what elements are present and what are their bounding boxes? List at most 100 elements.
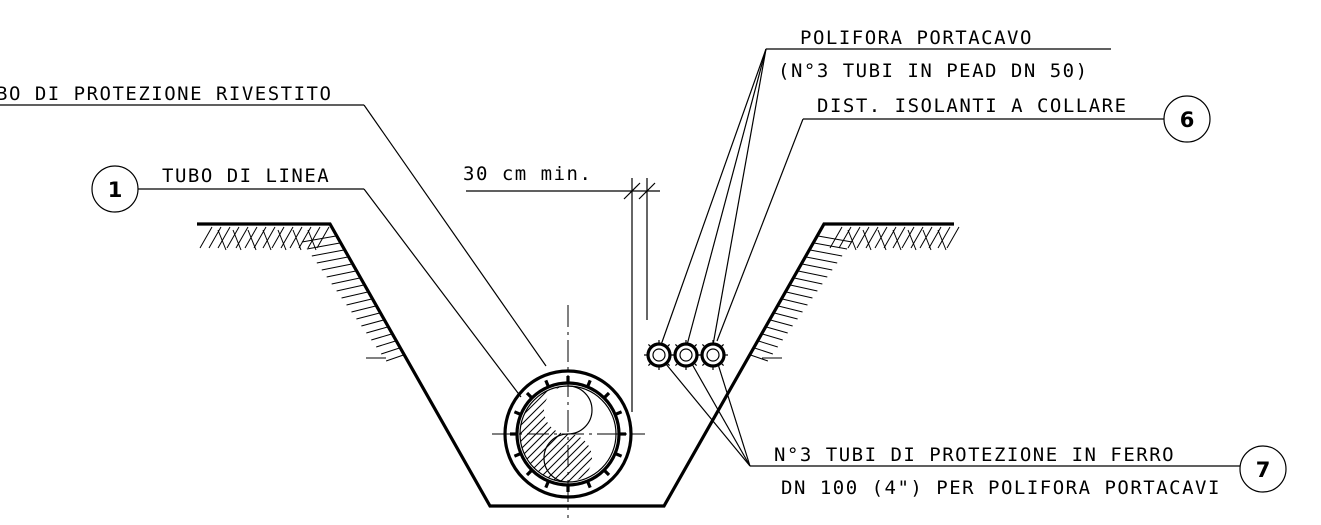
ground-hatch-stroke xyxy=(366,326,388,334)
ground-hatch-stroke xyxy=(838,226,852,249)
ground-hatch-stroke xyxy=(277,229,287,251)
collar-spacer-tick xyxy=(647,343,652,348)
ground-hatch-stroke xyxy=(813,242,848,250)
callout-1-number: 1 xyxy=(108,178,123,202)
iron-pipes-leaders xyxy=(665,363,751,467)
iron-pipes xyxy=(644,340,728,370)
cable-duct-detail: (N°3 TUBI IN PEAD DN 50) xyxy=(778,60,1089,82)
ground-hatch-stroke xyxy=(326,270,356,278)
cable-duct-leaders xyxy=(660,48,767,346)
ground-hatch-stroke xyxy=(292,229,302,251)
ground-hatch-stroke xyxy=(806,256,838,264)
ground-hatch-stroke xyxy=(892,226,906,249)
cable-duct xyxy=(706,348,720,362)
collar-spacer-tick xyxy=(666,343,671,348)
ground-hatch-stroke xyxy=(316,256,348,264)
ground-hatch-stroke xyxy=(341,291,368,299)
ground-hatch-stroke xyxy=(217,229,227,251)
ground-hatch-stroke xyxy=(762,333,783,341)
iron-pipe xyxy=(700,342,726,368)
ground-hatch-right xyxy=(750,226,960,362)
line-pipe-hatch-stroke xyxy=(520,386,592,482)
protection-pipe-leader xyxy=(363,104,547,367)
collar-spacer-tick xyxy=(693,362,698,367)
line-pipe-hatch-stroke xyxy=(520,386,561,482)
ground-hatch-stroke xyxy=(862,229,872,251)
ground-hatch-stroke xyxy=(770,319,793,327)
spacer-tick xyxy=(602,468,611,477)
ground-hatch-stroke xyxy=(321,263,352,271)
ground-hatch-stroke xyxy=(910,226,924,249)
collar-spacer-tick xyxy=(674,362,679,367)
line-pipe-leader xyxy=(363,188,522,398)
collar-spacer-tick xyxy=(647,362,652,367)
collar-spacer-tick xyxy=(720,362,725,367)
ground-hatch-stroke xyxy=(307,226,321,249)
ground-hatch-stroke xyxy=(235,226,249,249)
ground-hatch-stroke xyxy=(306,242,341,250)
min-distance-dimension xyxy=(466,178,660,412)
ground-hatch-stroke xyxy=(774,312,798,320)
ground-hatch-stroke xyxy=(754,347,773,355)
ground-hatch-stroke xyxy=(790,284,818,292)
cable-duct xyxy=(679,348,693,362)
ground-hatch-stroke xyxy=(758,340,778,348)
ground-hatch-stroke xyxy=(271,226,285,249)
ground-hatch-stroke xyxy=(778,305,803,313)
ground-hatch-stroke xyxy=(794,277,823,285)
line-pipe-hatch-stroke xyxy=(632,386,728,482)
ground-hatch-stroke xyxy=(331,277,360,285)
ground-hatch-stroke xyxy=(199,226,213,249)
callout-7-number: 7 xyxy=(1256,458,1271,482)
ground-hatch-stroke xyxy=(883,226,897,249)
ground-hatch-stroke xyxy=(253,226,267,249)
cable-duct-label: POLIFORA PORTACAVO xyxy=(800,27,1033,49)
line-pipe-hatch-stroke xyxy=(567,386,592,482)
spacers-label: DIST. ISOLANTI A COLLARE xyxy=(817,95,1128,117)
ground-hatch-stroke xyxy=(262,226,276,249)
spacer-tick xyxy=(586,379,592,388)
ground-hatch-stroke xyxy=(847,229,857,251)
iron-pipe xyxy=(646,342,672,368)
spacer-tick xyxy=(586,480,592,489)
collar-spacer-tick xyxy=(701,343,706,348)
ground-hatch-left xyxy=(199,226,404,362)
ground-hatch-stroke xyxy=(381,347,400,355)
ground-hatch-stroke xyxy=(336,284,364,292)
spacer-tick xyxy=(614,410,623,416)
ground-hatch-stroke xyxy=(750,354,769,362)
ground-hatch-stroke xyxy=(907,229,917,251)
ground-hatch-stroke xyxy=(922,229,932,251)
ground-hatch-stroke xyxy=(376,340,396,348)
ground-hatch-stroke xyxy=(351,305,376,313)
spacer-tick xyxy=(525,391,534,400)
ground-hatch-stroke xyxy=(865,226,879,249)
iron-pipes-label-line1: N°3 TUBI DI PROTEZIONE IN FERRO xyxy=(774,444,1175,466)
spacer-tick xyxy=(614,452,623,458)
ground-hatch-stroke xyxy=(316,226,330,249)
ground-hatch-stroke xyxy=(810,249,843,257)
ground-hatch-stroke xyxy=(798,270,828,278)
ground-hatch-stroke xyxy=(817,235,853,243)
callout-6: 6 xyxy=(1163,95,1211,143)
ground-hatch-stroke xyxy=(937,229,947,251)
line-pipe-hatch-stroke xyxy=(408,386,504,482)
line-pipe-hatch-stroke xyxy=(520,386,553,482)
spacer-tick xyxy=(513,410,522,416)
ground-hatch-stroke xyxy=(232,229,242,251)
ground-hatch-stroke xyxy=(262,229,272,251)
cable-duct xyxy=(652,348,666,362)
iron-pipe xyxy=(673,342,699,368)
spacer-tick xyxy=(544,379,550,388)
ground-hatch-stroke xyxy=(361,319,384,327)
ground-hatch-stroke xyxy=(311,249,344,257)
trench-profile xyxy=(197,222,954,508)
collar-spacer-tick xyxy=(701,362,706,367)
iron-pipes-label-line2: DN 100 (4") PER POLIFORA PORTACAVI xyxy=(781,477,1221,499)
ground-hatch-stroke xyxy=(877,229,887,251)
collar-spacer-tick xyxy=(693,343,698,348)
ground-hatch-stroke xyxy=(766,326,788,334)
spacer-tick xyxy=(544,480,550,489)
protection-pipe-label: BO DI PROTEZIONE RIVESTITO xyxy=(0,83,332,105)
